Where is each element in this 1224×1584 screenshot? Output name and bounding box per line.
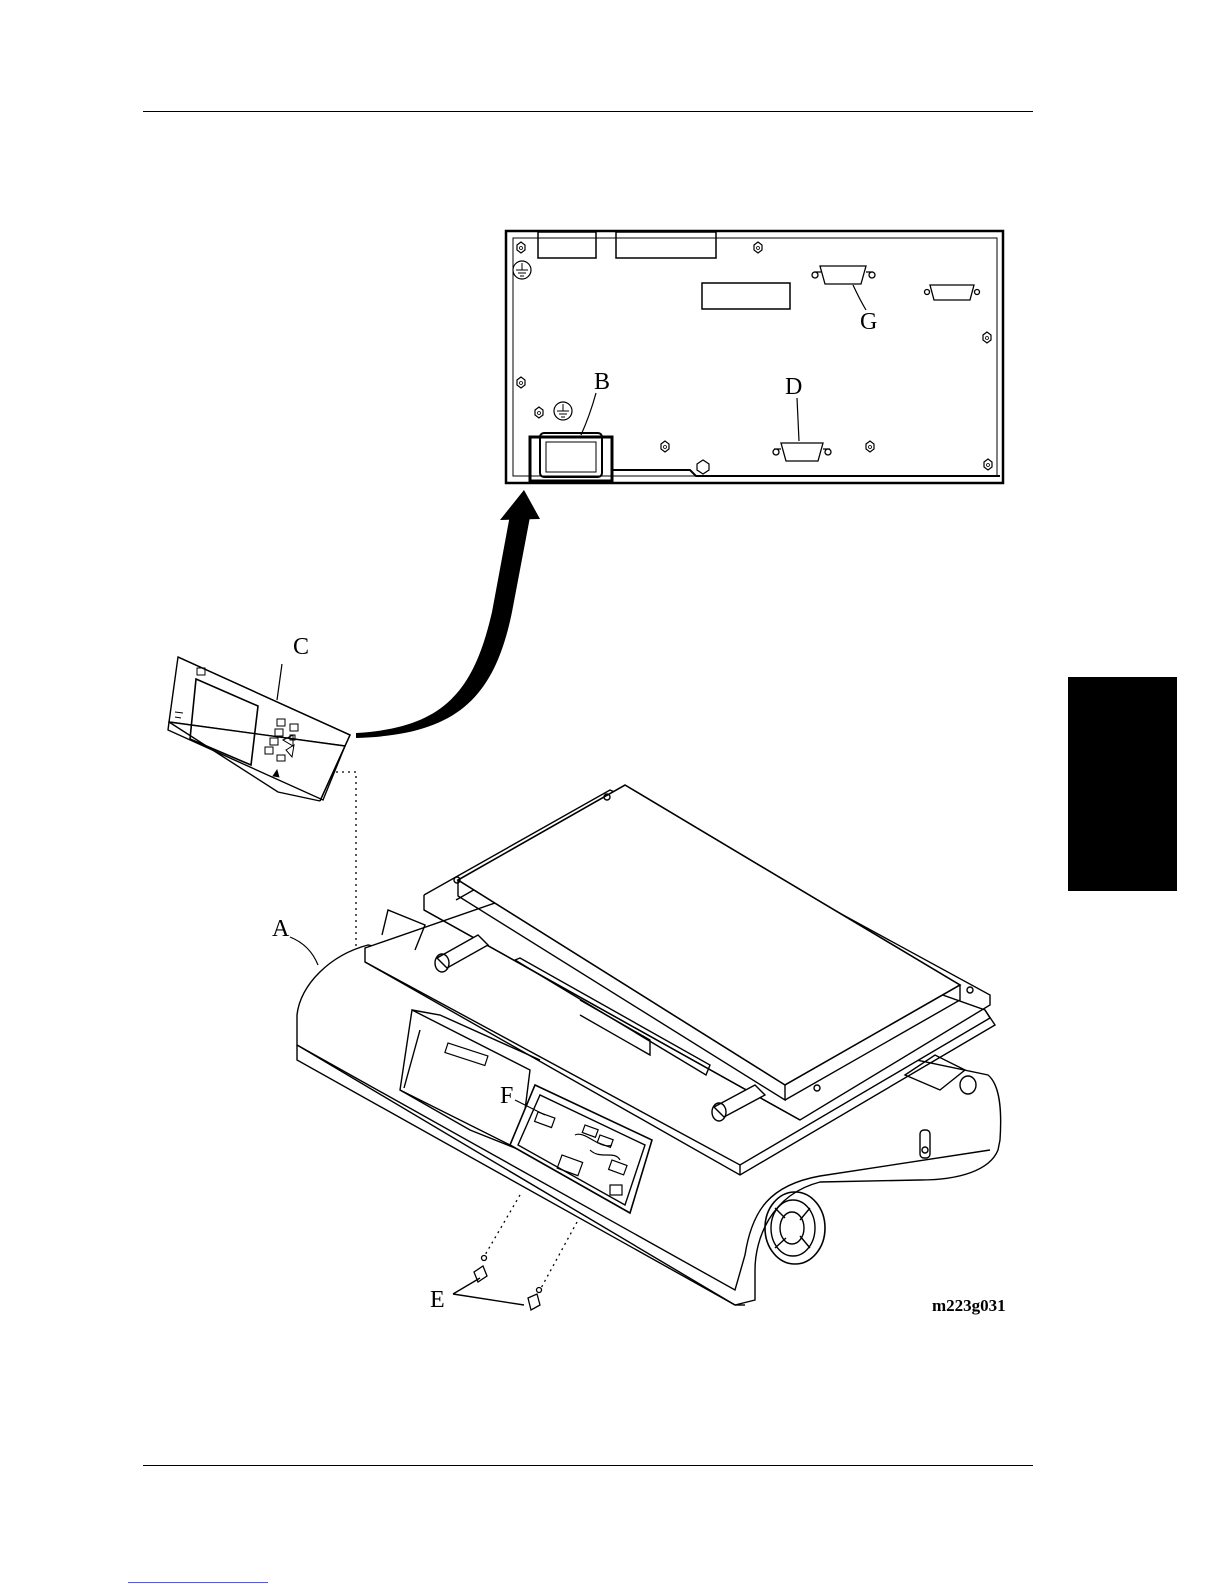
power-entry-module-b: [530, 433, 1000, 481]
scale-base-a: [290, 785, 1001, 1305]
connector-g-port: [812, 266, 875, 284]
right-connector-port: [925, 285, 980, 300]
callout-a: A: [272, 916, 290, 942]
leveling-foot-icon: [765, 1192, 825, 1264]
callout-f: F: [500, 1083, 513, 1109]
ground-symbol-icon: [554, 402, 572, 420]
callout-c: C: [293, 634, 309, 660]
callout-b: B: [594, 369, 610, 395]
ground-symbol-icon: [513, 261, 531, 279]
indicator-module-c: [168, 657, 350, 801]
callout-d: D: [785, 374, 802, 400]
callout-g: G: [860, 309, 877, 335]
connector-d-port: [773, 443, 831, 461]
rear-panel-inset: [506, 231, 1003, 483]
callout-e: E: [430, 1287, 445, 1313]
retaining-clips-e: [453, 1195, 577, 1310]
figure-id-label: m223g031: [932, 1296, 1006, 1315]
curved-arrow-icon: [356, 490, 540, 738]
panel-screws: [517, 242, 992, 474]
